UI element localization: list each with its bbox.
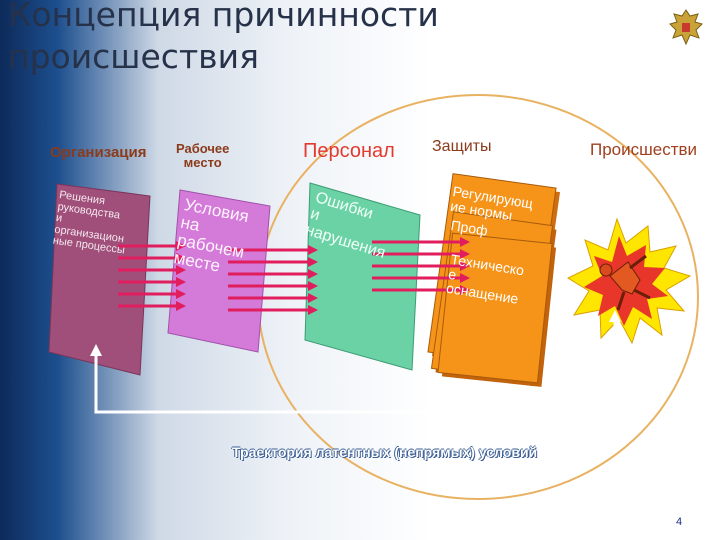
- trajectory-label: Траектория латентных (непрямых) условий: [232, 444, 537, 460]
- header-organization: Организация: [50, 144, 147, 161]
- header-workplace: Рабочее место: [176, 142, 229, 171]
- header-defenses: Защиты: [432, 138, 492, 156]
- eagle-emblem-icon: [665, 6, 707, 48]
- header-incident: Происшестви: [590, 140, 720, 160]
- slide-title: Концепция причинности происшествия: [8, 0, 568, 78]
- page-number: 4: [676, 516, 682, 528]
- workplace-panel-text: Условия на рабочем месте: [172, 196, 252, 279]
- header-personnel: Персонал: [303, 140, 395, 163]
- organization-panel-text: Решения руководства и организацион ные п…: [52, 190, 132, 257]
